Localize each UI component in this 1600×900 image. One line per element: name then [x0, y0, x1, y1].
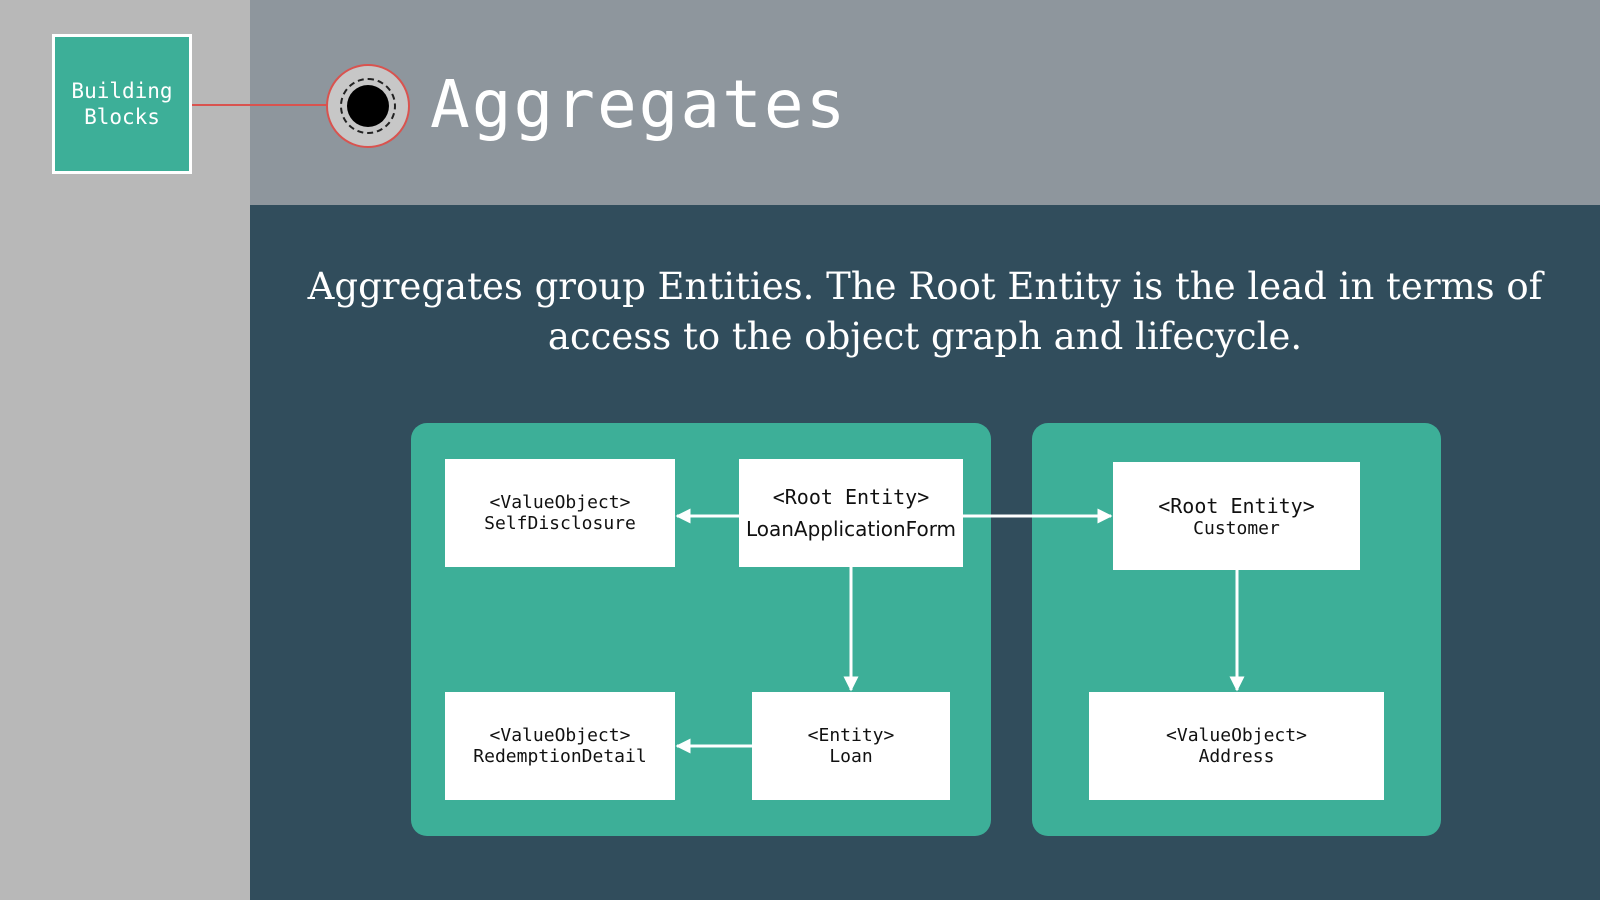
target-marker-icon	[326, 64, 410, 148]
node-self-disclosure[interactable]: <ValueObject> SelfDisclosure	[445, 459, 675, 567]
node-stereotype: <ValueObject>	[489, 492, 631, 513]
node-name: Address	[1198, 746, 1275, 767]
nav-item-label: Building Blocks	[71, 79, 173, 129]
building-blocks-nav-item[interactable]: Building Blocks	[52, 34, 192, 174]
node-name: LoanApplicationForm	[745, 517, 957, 541]
node-stereotype: <Entity>	[807, 725, 895, 746]
description-text: Aggregates group Entities. The Root Enti…	[307, 265, 1543, 358]
marker-center-dot	[347, 85, 389, 127]
node-name: SelfDisclosure	[484, 513, 636, 534]
header-bar	[250, 0, 1600, 205]
node-stereotype: <ValueObject>	[489, 725, 631, 746]
node-customer[interactable]: <Root Entity> Customer	[1113, 462, 1360, 570]
node-address[interactable]: <ValueObject> Address	[1089, 692, 1384, 800]
page-title: Aggregates	[430, 66, 848, 143]
node-name: RedemptionDetail	[473, 746, 647, 767]
node-loan-application-form[interactable]: <Root Entity> LoanApplicationForm	[739, 459, 963, 567]
nav-connector-line	[192, 104, 328, 106]
node-loan[interactable]: <Entity> Loan	[752, 692, 950, 800]
node-stereotype: <ValueObject>	[1166, 725, 1307, 746]
node-stereotype: <Root Entity>	[1158, 493, 1315, 518]
node-redemption-detail[interactable]: <ValueObject> RedemptionDetail	[445, 692, 675, 800]
marker-dashed-ring	[340, 78, 396, 134]
node-name: Customer	[1193, 517, 1280, 539]
node-name: Loan	[829, 746, 873, 767]
node-stereotype: <Root Entity>	[772, 485, 930, 509]
